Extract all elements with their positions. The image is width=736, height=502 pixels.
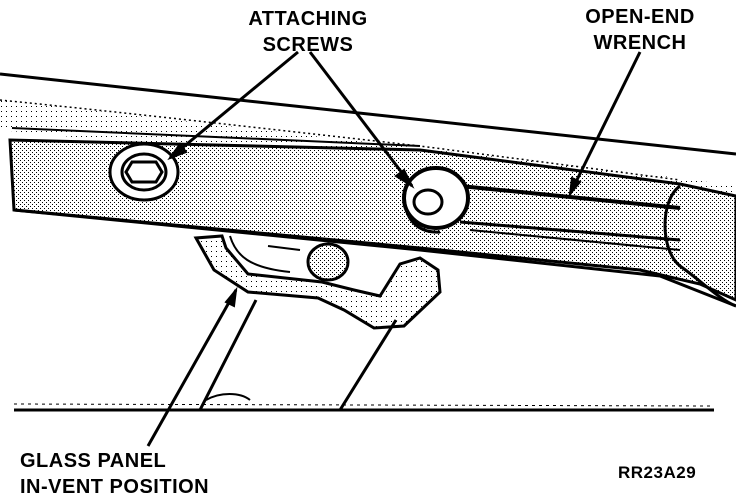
- attaching-screws-label: ATTACHING SCREWS: [228, 6, 388, 58]
- leader-wrench: [568, 51, 642, 198]
- open-end-wrench-label-line2: WRENCH: [593, 32, 687, 54]
- glass-panel-label-line1: GLASS PANEL: [20, 450, 167, 472]
- attaching-screw-right: [402, 166, 470, 234]
- glass-panel-line: [13, 403, 715, 412]
- hinge-bracket: [193, 234, 442, 330]
- glass-panel-label-line2: IN-VENT POSITION: [20, 476, 210, 498]
- frame-rail: [8, 127, 736, 308]
- open-end-wrench-label: OPEN-END WRENCH: [560, 4, 720, 56]
- glass-panel-label: GLASS PANEL IN-VENT POSITION: [20, 448, 240, 500]
- attaching-screws-label-line2: SCREWS: [262, 34, 354, 56]
- open-end-wrench-label-line1: OPEN-END: [585, 6, 695, 28]
- leader-glass-panel: [146, 286, 238, 447]
- attaching-screws-label-line1: ATTACHING: [248, 8, 368, 30]
- leader-attaching-left: [167, 50, 299, 161]
- open-end-wrench: [439, 182, 736, 308]
- leader-attaching-right: [308, 51, 415, 189]
- figure-code: RR23A29: [618, 463, 697, 482]
- attaching-screw-left: [108, 142, 180, 202]
